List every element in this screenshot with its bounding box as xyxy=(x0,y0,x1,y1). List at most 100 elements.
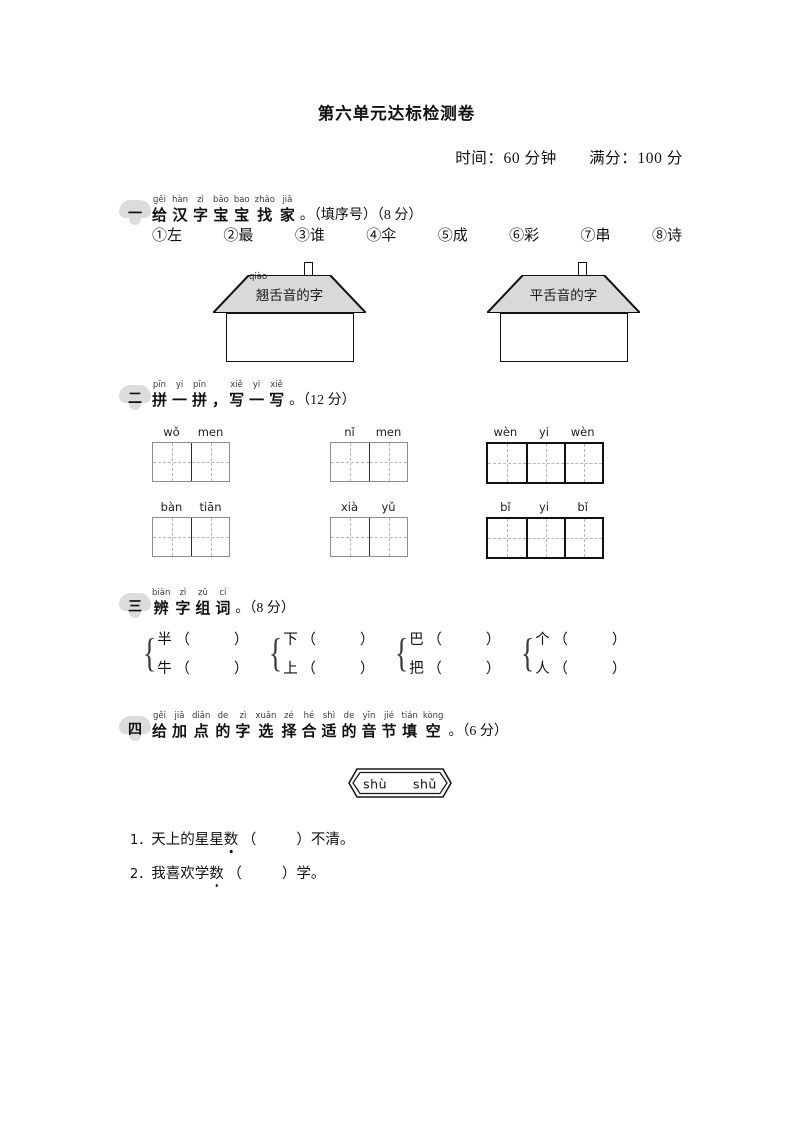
tianzige-grid[interactable] xyxy=(486,442,604,484)
ruby-pinyin: jiā xyxy=(282,195,293,205)
answer-paren-close: ） xyxy=(485,661,501,677)
section-3-marker: 三 xyxy=(118,593,152,619)
tianzige-cell[interactable] xyxy=(564,519,602,557)
tianzige-cell[interactable] xyxy=(488,519,526,557)
tianzige-cell[interactable] xyxy=(191,443,229,481)
brace-line[interactable]: 牛 （） xyxy=(157,657,248,678)
grid-syllable: bàn xyxy=(160,500,183,514)
brace-bracket: { xyxy=(268,630,283,675)
brace-character: 上 xyxy=(283,661,298,677)
option-item[interactable]: ⑧诗 xyxy=(651,226,682,244)
section-2-marker-label: 二 xyxy=(128,391,142,407)
brace-line[interactable]: 把 （） xyxy=(409,657,500,678)
tianzige-cell[interactable] xyxy=(526,444,564,482)
ruby-hanzi: 给 xyxy=(152,722,168,740)
grid-syllable: yi xyxy=(539,500,550,514)
answer-paren-close: ） xyxy=(233,661,249,677)
brace-line[interactable]: 人 （） xyxy=(535,657,626,678)
brace-character: 下 xyxy=(283,632,298,648)
section-title-tail: 。（8 分） xyxy=(235,601,295,616)
tianzige-cell[interactable] xyxy=(369,518,407,556)
option-item[interactable]: ⑥彩 xyxy=(509,226,540,244)
ruby-pinyin: yi xyxy=(252,380,261,390)
ruby-pinyin: diǎn xyxy=(192,711,211,721)
tianzige-cell[interactable] xyxy=(191,518,229,556)
tianzige-cell[interactable] xyxy=(331,518,369,556)
answer-paren-open: （ xyxy=(423,661,442,677)
ruby-pinyin: kòng xyxy=(422,711,444,721)
ruby-hanzi: 适 xyxy=(321,722,337,740)
tianzige-grid[interactable] xyxy=(330,517,408,557)
grid-syllable: yǔ xyxy=(381,500,396,514)
answer-paren-open: （ xyxy=(238,832,257,848)
brace-line[interactable]: 半 （） xyxy=(157,628,248,649)
house-left-answer-area[interactable] xyxy=(226,313,354,362)
ruby-pinyin: bǎo xyxy=(213,195,229,205)
tianzige-cell[interactable] xyxy=(153,443,191,481)
ruby-hanzi: 宝 xyxy=(213,206,229,224)
option-item[interactable]: ⑤成 xyxy=(437,226,468,244)
tianzige-cell[interactable] xyxy=(331,443,369,481)
roof-shape-left xyxy=(213,275,366,313)
tianzige-cell[interactable] xyxy=(488,444,526,482)
option-item[interactable]: ⑦串 xyxy=(580,226,611,244)
exam-meta: 时间：60 分钟 满分：100 分 xyxy=(455,150,683,167)
grid-syllable: men xyxy=(197,425,224,439)
tianzige-grid[interactable] xyxy=(152,517,230,557)
sentence-index: 2． xyxy=(130,867,152,882)
tianzige-grid[interactable] xyxy=(152,442,230,482)
option-item[interactable]: ①左 xyxy=(152,226,183,244)
ruby-pinyin: de xyxy=(343,711,355,721)
ruby-pinyin: zé xyxy=(284,711,294,721)
ruby-hanzi: 的 xyxy=(341,722,357,740)
ruby-pinyin: pīn xyxy=(152,380,167,390)
brace-line[interactable]: 个 （） xyxy=(535,628,626,649)
option-item[interactable]: ②最 xyxy=(223,226,254,244)
brace-line[interactable]: 下 （） xyxy=(283,628,374,649)
ruby-pinyin: jiā xyxy=(174,711,185,721)
section-1-options: ①左 ②最 ③谁 ④伞 ⑤成 ⑥彩 ⑦串 ⑧诗 xyxy=(152,224,682,245)
grid-syllable: wèn xyxy=(570,425,595,439)
sentence-text-after: ）不清。 xyxy=(296,832,355,848)
ruby-pinyin: jié xyxy=(384,711,394,721)
option-item[interactable]: ④伞 xyxy=(366,226,397,244)
ruby-pinyin: xuǎn xyxy=(255,711,277,721)
ruby-hanzi: 写 xyxy=(269,391,285,409)
answer-paren-open: （ xyxy=(297,661,316,677)
tianzige-grid[interactable] xyxy=(486,517,604,559)
brace-line[interactable]: 上 （） xyxy=(283,657,374,678)
house-right: 平舌音的字 xyxy=(487,262,640,362)
tianzige-cell[interactable] xyxy=(564,444,602,482)
section-title-tail: 。（12 分） xyxy=(289,393,356,408)
section-4-marker-label: 四 xyxy=(128,722,142,738)
ruby-hanzi: 组 xyxy=(195,599,211,617)
house-right-answer-area[interactable] xyxy=(500,313,628,362)
answer-paren-open: （ xyxy=(549,632,568,648)
ruby-hanzi: 写 xyxy=(229,391,245,409)
grid-syllable: yi xyxy=(539,425,550,439)
tianzige-cell[interactable] xyxy=(526,519,564,557)
exercise-sentence: 2．我喜欢学数 （）学。 xyxy=(130,862,325,883)
tianzige-cell[interactable] xyxy=(153,518,191,556)
option-item[interactable]: ③谁 xyxy=(294,226,325,244)
ruby-hanzi: 音 xyxy=(361,722,377,740)
brace-line[interactable]: 巴 （） xyxy=(409,628,500,649)
ruby-hanzi: 节 xyxy=(381,722,397,740)
tianzige-grid[interactable] xyxy=(330,442,408,482)
ruby-pinyin: xiě xyxy=(270,380,283,390)
tianzige-cell[interactable] xyxy=(369,443,407,481)
grid-syllable: wèn xyxy=(493,425,518,439)
